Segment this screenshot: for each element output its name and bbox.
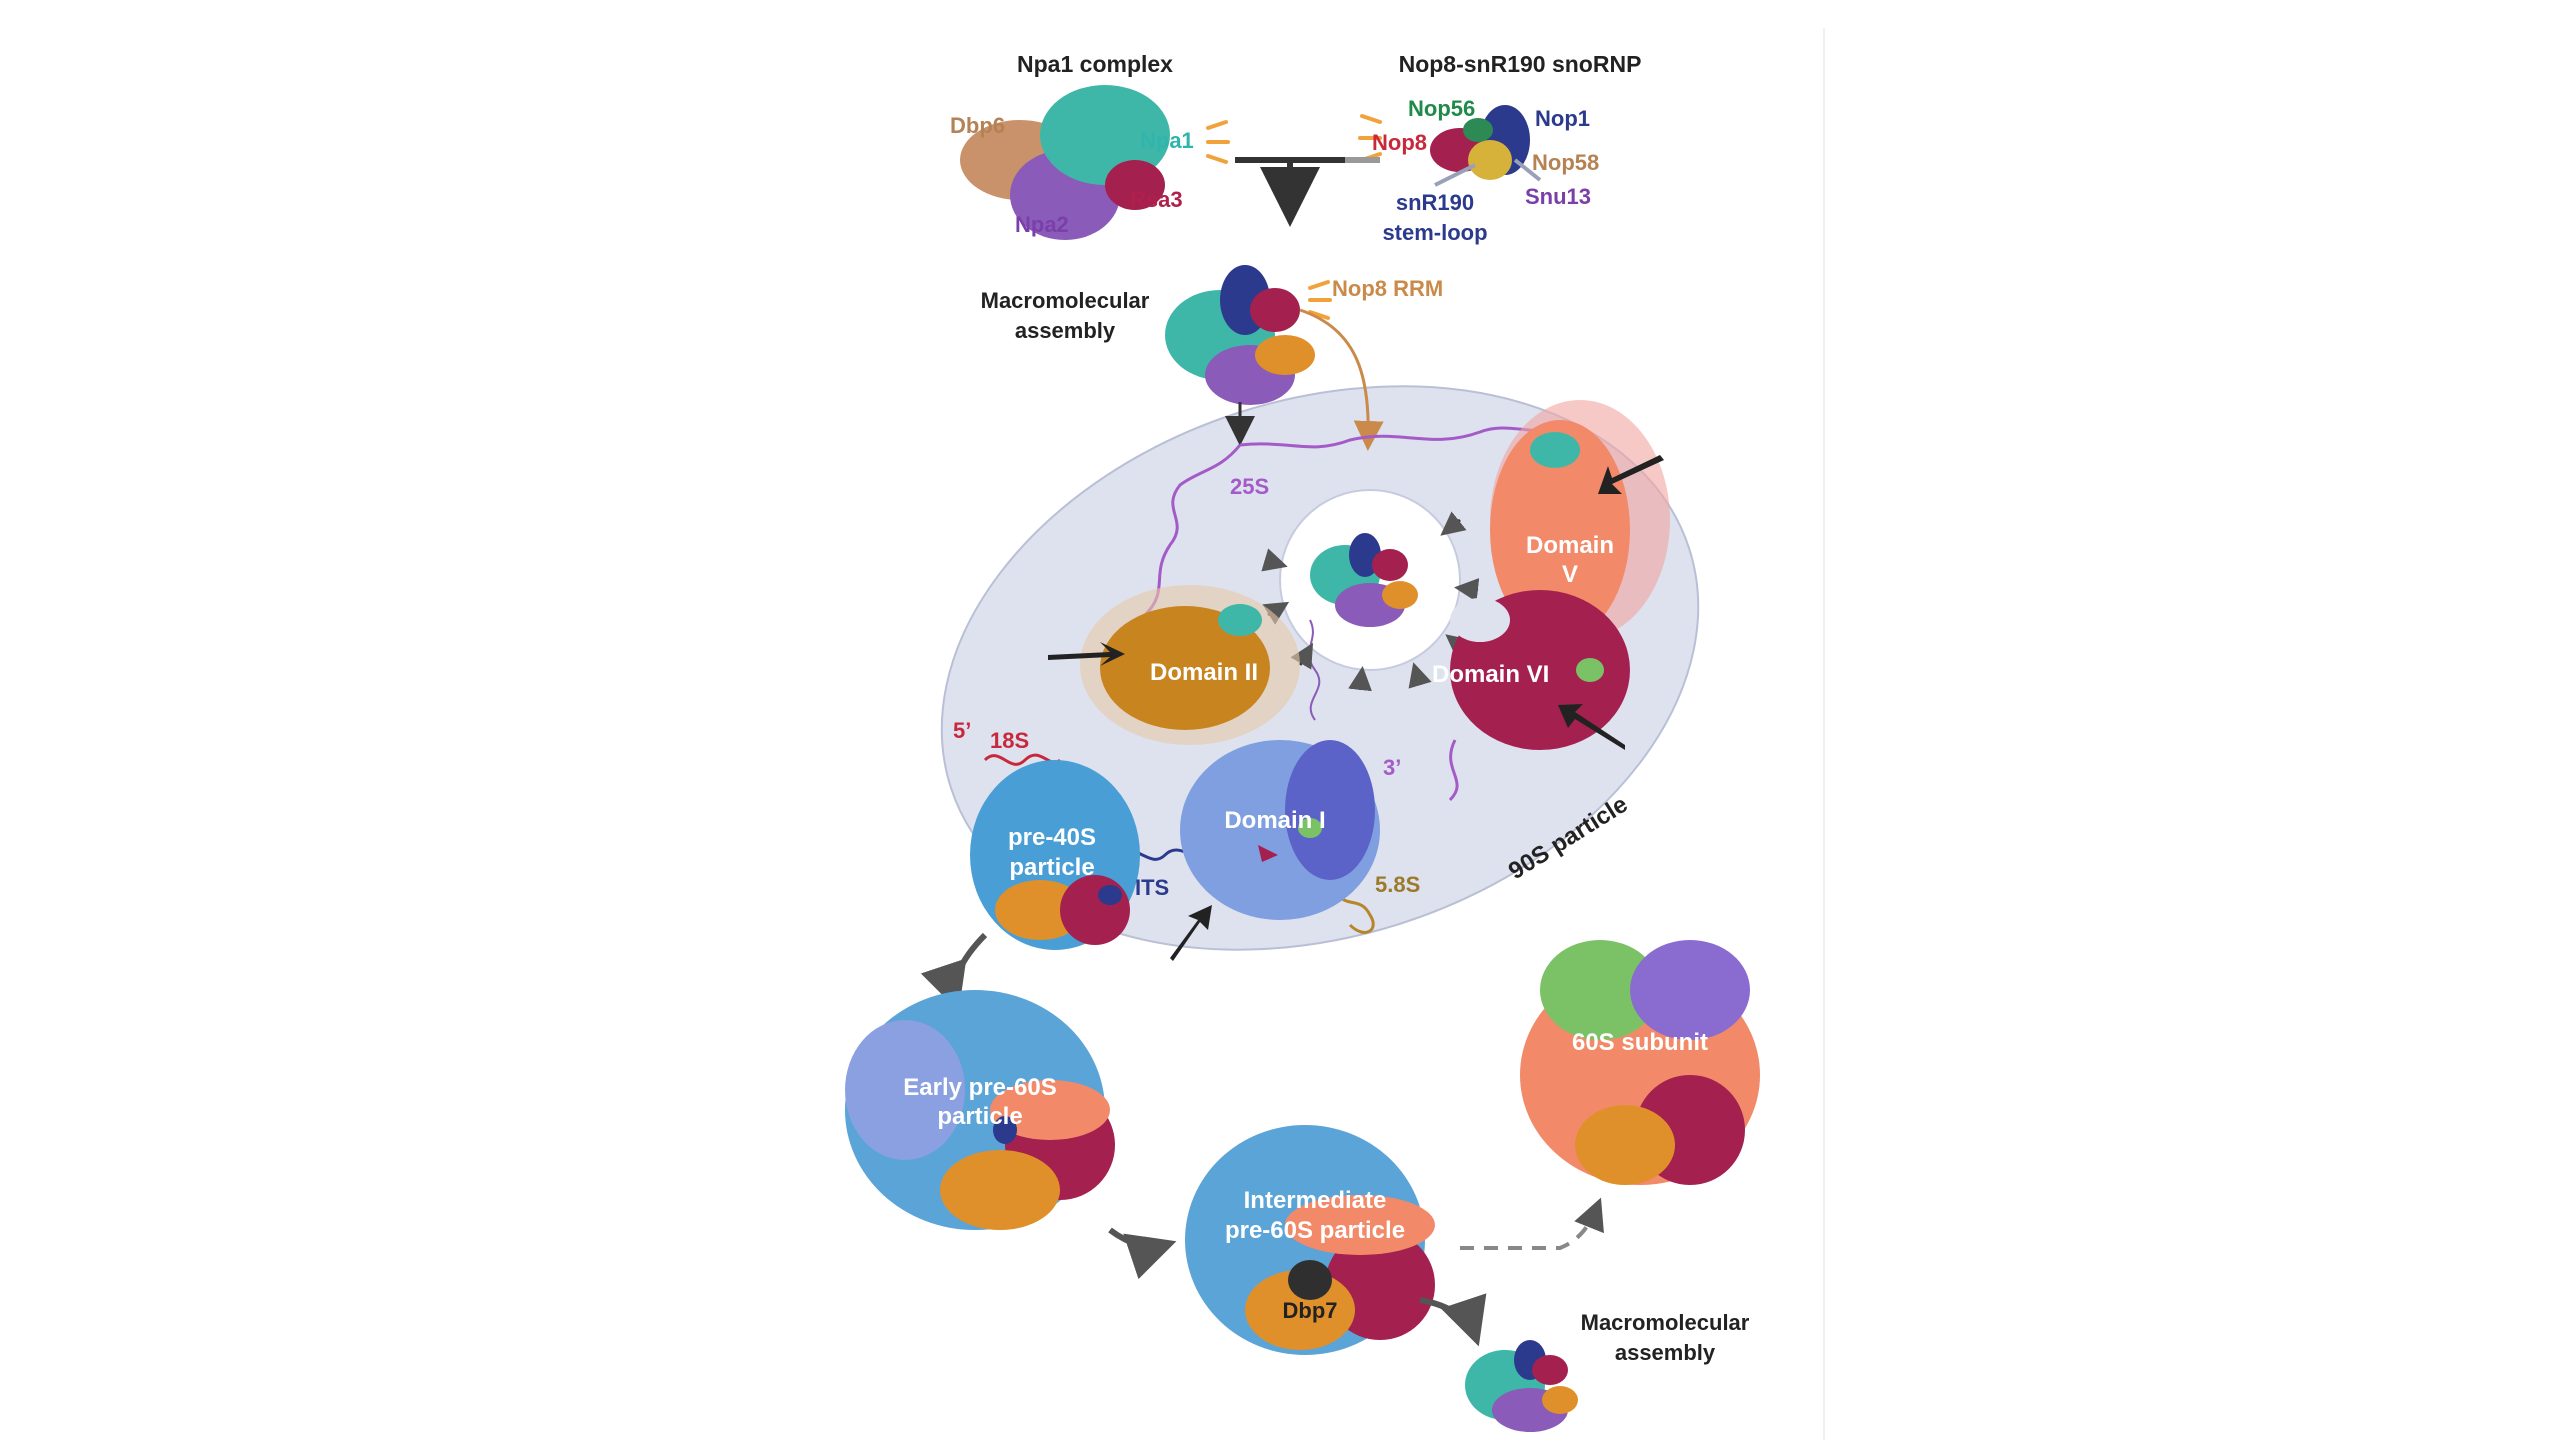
npa1-complex-title: Npa1 complex — [1017, 51, 1173, 77]
nop8-rrm-arrow — [1299, 308, 1384, 451]
domain-v-label-line1: Domain — [1526, 532, 1614, 559]
nop56-label: Nop56 — [1408, 96, 1475, 121]
npa2-label: Npa2 — [1015, 212, 1069, 237]
domain-ii-label: Domain II — [1150, 659, 1258, 686]
three-prime-label: 3’ — [1383, 755, 1401, 780]
intermediate-pre-60s-structure — [1185, 1125, 1435, 1355]
snu13-label: Snu13 — [1525, 184, 1591, 209]
rna-58s-line — [1333, 889, 1375, 934]
rna-58s-label: 5.8S — [1375, 872, 1420, 897]
macromolecular-assembly-2-structure — [1465, 1340, 1578, 1432]
rna-18s-label: 18S — [990, 728, 1029, 753]
60s-subunit-label: 60S subunit — [1572, 1029, 1708, 1056]
nop1-label: Nop1 — [1535, 106, 1590, 131]
nop8-rrm-label: Nop8 RRM — [1332, 276, 1443, 301]
domain-vi-structure — [1450, 590, 1630, 750]
black-arrows — [1048, 455, 1664, 961]
60s-subunit-structure — [1520, 940, 1760, 1185]
nop8-snornp-structure — [1430, 105, 1542, 187]
macromolecular-assembly-structure — [1165, 265, 1315, 405]
pre40s-label-line1: pre-40S — [1008, 824, 1096, 851]
dbp7-label: Dbp7 — [1283, 1298, 1338, 1323]
rna-25s-label: 25S — [1230, 474, 1269, 499]
domain-ii-structure — [1080, 585, 1300, 745]
arrow-to-intermediate — [1108, 1227, 1177, 1280]
pre-40s-structure — [970, 760, 1140, 950]
pre40s-label-line2: particle — [1009, 854, 1094, 881]
central-assembly-structure — [1310, 533, 1418, 627]
nop8-rrm-sparks — [1308, 280, 1332, 320]
macro2-label-line2: assembly — [1615, 1340, 1716, 1365]
nop8-label: Nop8 — [1372, 130, 1427, 155]
rsa3-label: Rsa3 — [1130, 187, 1183, 212]
nop58-label: Nop58 — [1532, 150, 1599, 175]
domain-vi-label: Domain VI — [1432, 661, 1549, 688]
join-arrow — [1235, 157, 1345, 215]
rna-domain-i-link — [1308, 619, 1321, 721]
its-label: ITS — [1135, 875, 1169, 900]
intermediate-label-line1: Intermediate — [1244, 1187, 1387, 1214]
macro-label-line2: assembly — [1015, 318, 1116, 343]
panel-divider — [1823, 28, 1825, 1440]
arrow-to-macro2 — [1419, 1293, 1487, 1347]
five-prime-label: 5’ — [953, 718, 971, 743]
domain-i-structure — [1180, 740, 1380, 920]
early-pre-60s-structure — [845, 990, 1115, 1230]
npa1-complex-structure — [960, 85, 1170, 240]
rna-3prime-line — [1448, 739, 1459, 802]
early-pre60s-label-line1: Early pre-60S — [903, 1074, 1056, 1101]
domain-i-label: Domain I — [1224, 807, 1325, 834]
intermediate-label-line2: pre-60S particle — [1225, 1217, 1405, 1244]
nop8-snornp-title: Nop8-snR190 snoRNP — [1399, 51, 1642, 77]
npa1-sparks — [1206, 120, 1230, 164]
domain-v-structure — [1490, 400, 1670, 640]
domain-v-label-line2: V — [1562, 561, 1578, 588]
macro2-label-line1: Macromolecular — [1581, 1310, 1750, 1335]
early-pre60s-label-line2: particle — [937, 1103, 1022, 1130]
snr190-label-line1: snR190 — [1396, 190, 1474, 215]
dbp6-label: Dbp6 — [950, 113, 1005, 138]
dashed-arrow-to-60s — [1460, 1197, 1604, 1250]
npa1-label: Npa1 — [1140, 128, 1194, 153]
snr190-label-line2: stem-loop — [1382, 220, 1487, 245]
macro-label-line1: Macromolecular — [981, 288, 1150, 313]
